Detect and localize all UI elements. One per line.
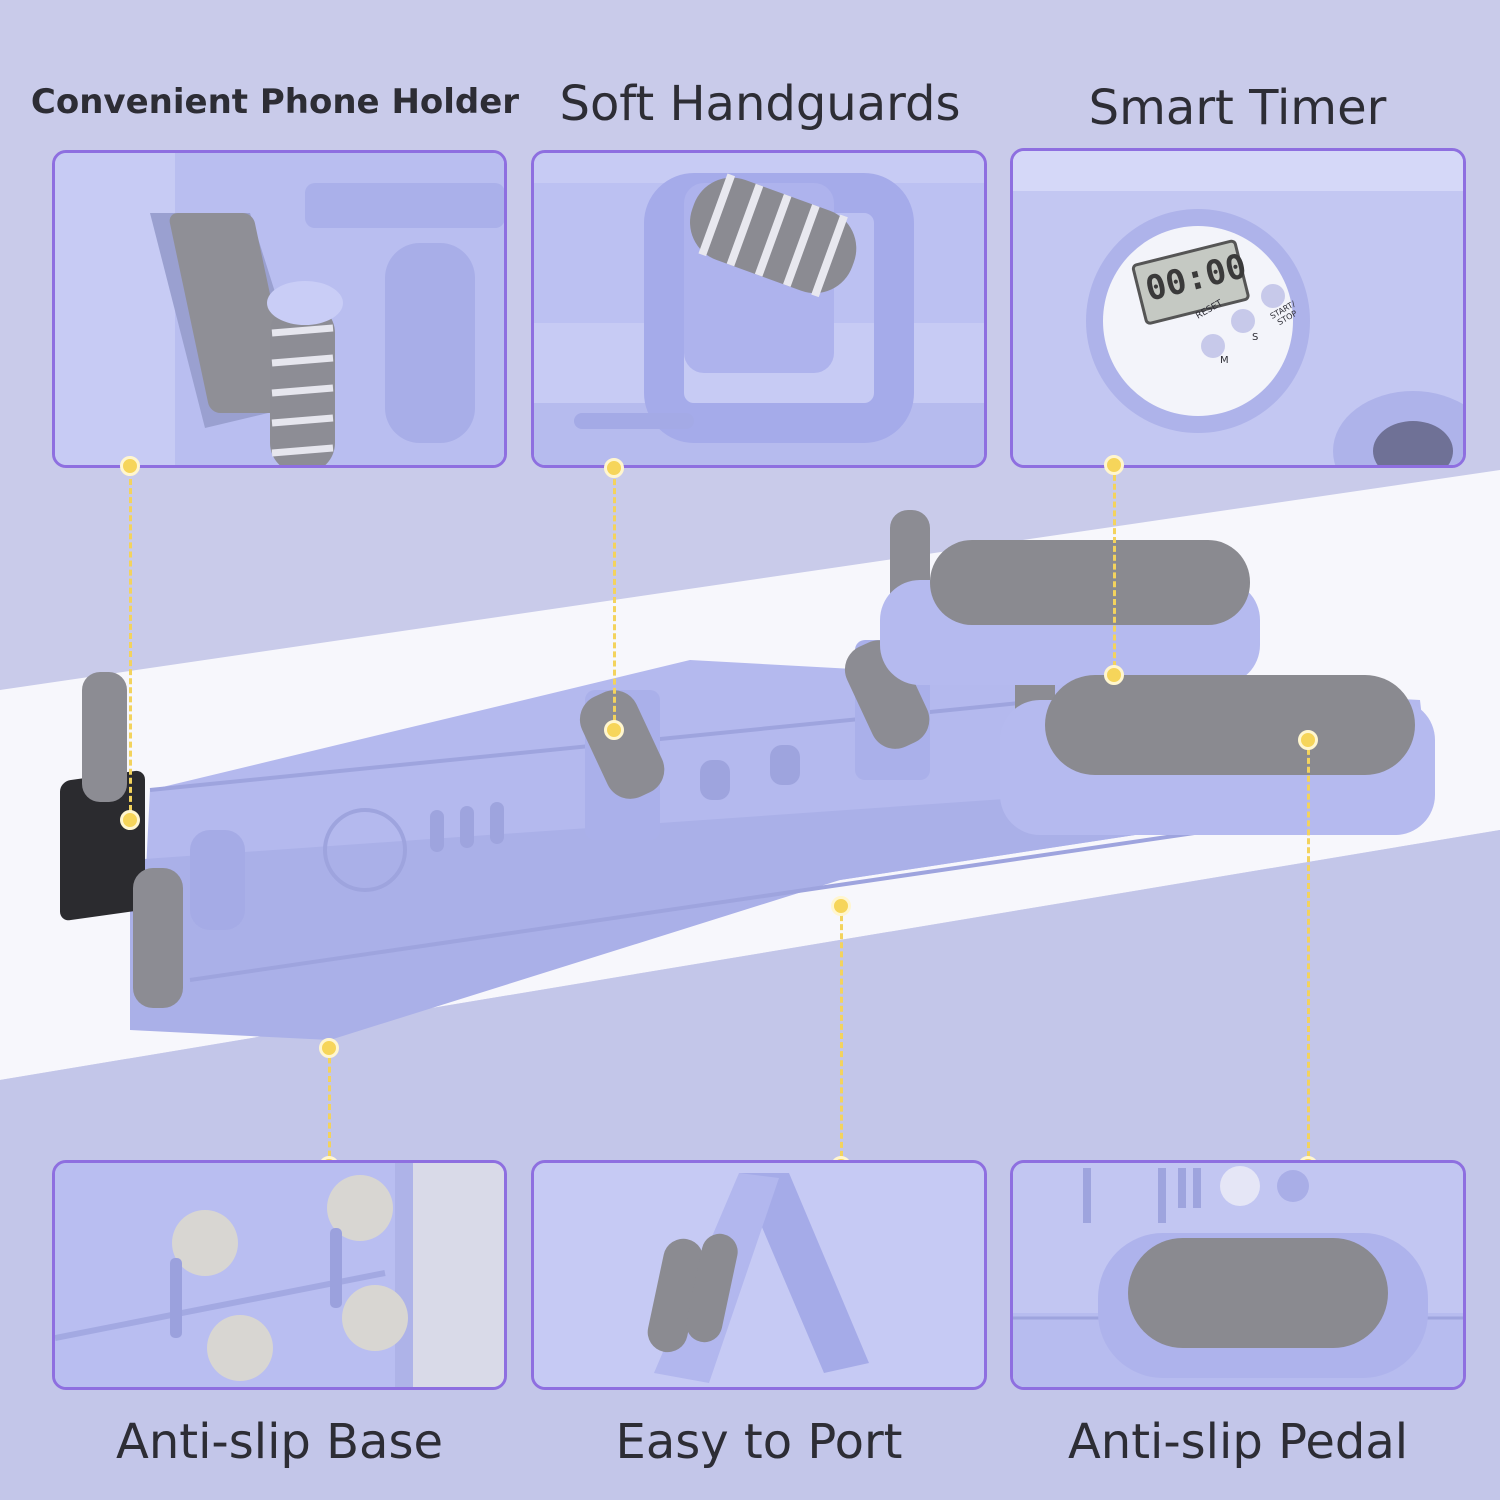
timer-panel [1010, 148, 1466, 468]
dot-handguards-bottom [604, 720, 624, 740]
dot-pedal-top [1298, 730, 1318, 750]
dot-phone-holder-top [120, 456, 140, 476]
easy-to-port-panel [531, 1160, 987, 1390]
dot-timer-bottom [1104, 665, 1124, 685]
anti-slip-pedal-panel [1010, 1160, 1466, 1390]
connector-portable [840, 906, 843, 1166]
timer-s-label: S [1252, 332, 1259, 343]
label-phone-holder: Convenient Phone Holder [30, 82, 520, 122]
connector-timer [1113, 466, 1116, 676]
handguards-panel [531, 150, 987, 468]
label-base: Anti-slip Base [115, 1414, 444, 1470]
label-portable: Easy to Port [615, 1414, 903, 1470]
timer-m-label: M [1220, 355, 1229, 366]
connector-pedal [1307, 740, 1310, 1166]
anti-slip-base-panel [52, 1160, 507, 1390]
label-pedal: Anti-slip Pedal [1067, 1414, 1409, 1470]
phone-holder-panel [52, 150, 507, 468]
connector-handguards [613, 470, 616, 730]
push-up-board-product [60, 510, 1435, 1040]
dot-phone-holder-bottom [120, 810, 140, 830]
connector-base [328, 1048, 331, 1166]
dot-handguards-top [604, 458, 624, 478]
label-handguards: Soft Handguards [559, 76, 961, 132]
label-timer: Smart Timer [1088, 80, 1387, 136]
dot-base-top [319, 1038, 339, 1058]
connector-phone-holder [129, 470, 132, 820]
dot-timer-top [1104, 455, 1124, 475]
dot-portable-top [831, 896, 851, 916]
